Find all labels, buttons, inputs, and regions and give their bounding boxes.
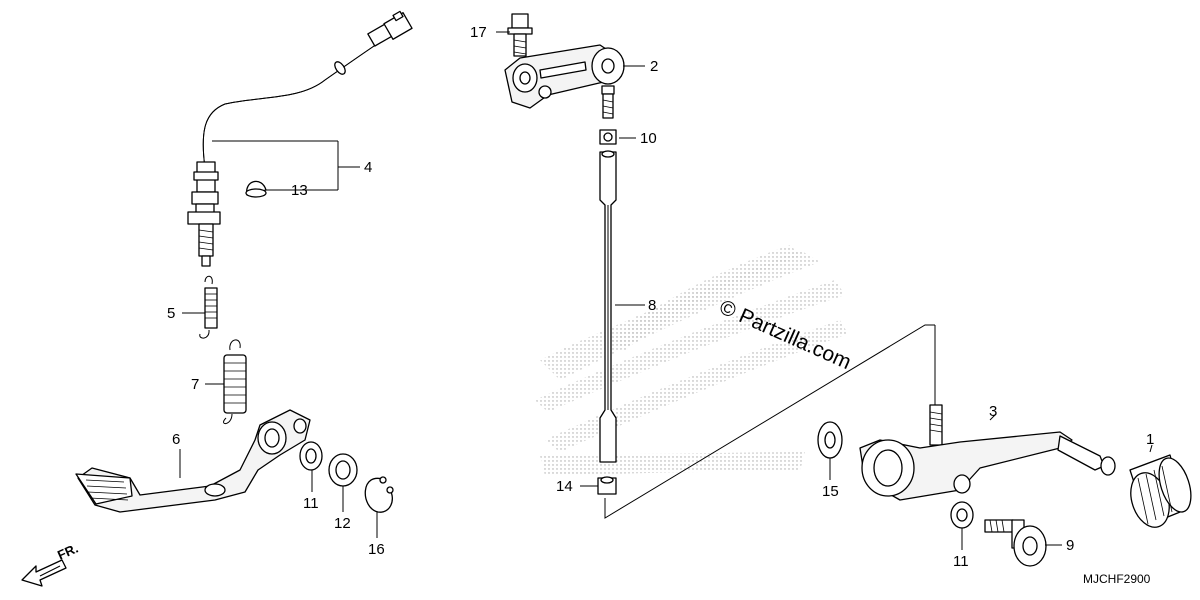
diagram-code: MJCHF2900: [1083, 572, 1151, 586]
callout-3: 3: [989, 403, 997, 420]
part-1-rubber-peg: [1129, 454, 1192, 528]
part-16-clip: [364, 476, 394, 513]
callout-4: 4: [364, 159, 372, 176]
part-13-cap: [245, 180, 267, 198]
callout-15: 15: [822, 483, 839, 500]
part-10-nut: [599, 129, 617, 145]
callout-12: 12: [334, 515, 351, 532]
callout-leaders: [179, 31, 1153, 550]
callout-9: 9: [1066, 537, 1074, 554]
part-4-switch-assembly: [187, 10, 413, 267]
callout-8: 8: [648, 297, 656, 314]
part-15-washer: [817, 421, 843, 459]
part-5-spring: [199, 275, 218, 339]
part-2-shift-arm: [504, 44, 625, 119]
callout-2: 2: [650, 58, 658, 75]
part-9-pivot-bolt: [984, 519, 1047, 567]
part-7-spring: [223, 339, 247, 424]
callout-10: 10: [640, 130, 657, 147]
callout-5: 5: [167, 305, 175, 322]
wing-logo-background: [535, 245, 848, 475]
callout-1: 1: [1146, 431, 1154, 448]
assembly-guide-lines: [604, 324, 936, 519]
part-12-washer: [328, 453, 358, 487]
callout-6: 6: [172, 431, 180, 448]
pivot-bolt: [929, 404, 943, 446]
part-11-washer-left: [299, 441, 323, 471]
part-6-brake-pedal: [75, 409, 311, 513]
part-14-nut: [597, 476, 617, 495]
callout-14: 14: [556, 478, 573, 495]
part-17-bolt: [507, 13, 533, 57]
callout-17: 17: [470, 24, 487, 41]
direction-label: FR.: [55, 541, 80, 563]
callout-13: 13: [291, 182, 308, 199]
part-8-shift-rod: [599, 150, 617, 463]
part-11-washer-right: [950, 501, 974, 529]
part-3-shift-lever: [859, 431, 1116, 501]
callout-11-left: 11: [303, 495, 319, 512]
callout-16: 16: [368, 541, 385, 558]
front-direction-arrow: FR.: [21, 541, 80, 587]
callout-11-right: 11: [953, 553, 969, 570]
callout-7: 7: [191, 376, 199, 393]
callout-labels: 1 2 3 4 5 6 7 8 9 10 11 12 13 14 15 16 1…: [167, 24, 1154, 570]
